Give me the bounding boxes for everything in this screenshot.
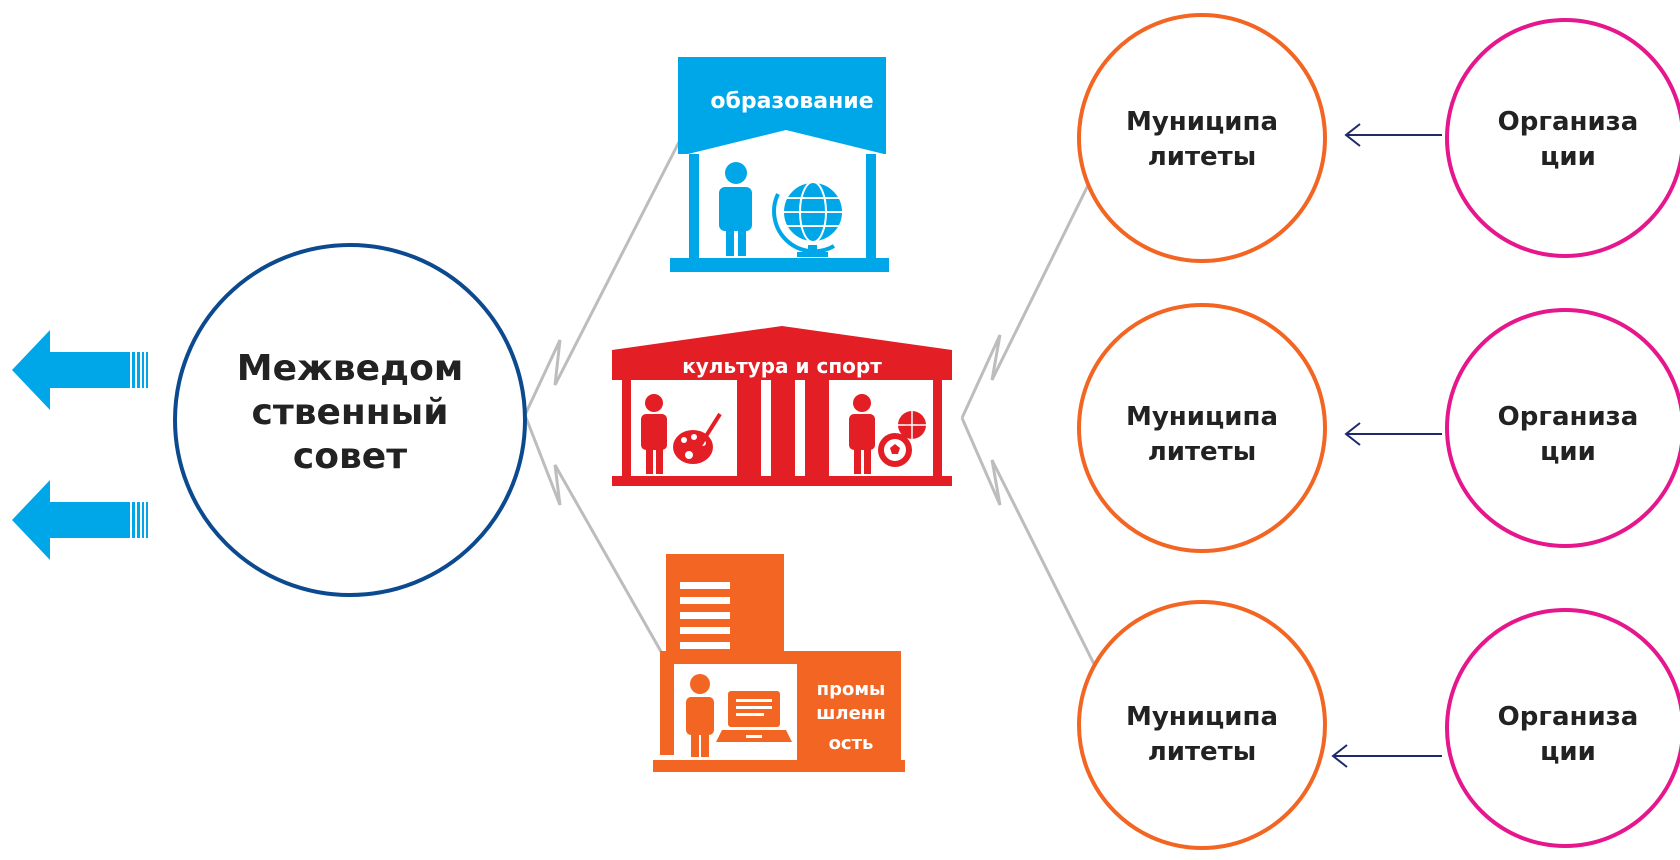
connector-culture-muni-1	[960, 164, 1100, 419]
education-sector-icon: образование	[670, 57, 889, 272]
left-arrow-bottom-icon	[12, 480, 148, 560]
municipality-label-1: Муниципа	[1126, 402, 1278, 432]
organization-label-2: ции	[1540, 737, 1596, 767]
connector-council-education	[523, 139, 682, 416]
council-node: Межведом ственный совет	[173, 243, 527, 597]
arrow-left-icon	[1344, 422, 1442, 446]
org-to-muni-arrows	[1331, 123, 1442, 768]
municipality-circle	[1077, 13, 1327, 263]
laptop-icon	[716, 691, 792, 742]
organization-label-1: Организа	[1498, 402, 1639, 432]
athlete-icon	[849, 394, 875, 474]
organization-label-1: Организа	[1498, 702, 1639, 732]
municipality-circle	[1077, 600, 1327, 850]
municipality-label-2: литеты	[1148, 737, 1257, 767]
organization-node-2: Организа ции	[1445, 308, 1680, 548]
artist-icon	[641, 394, 667, 474]
balls-icon	[878, 411, 926, 467]
worker-icon	[686, 674, 714, 757]
organization-label-1: Организа	[1498, 107, 1639, 137]
industry-label-3: ость	[829, 733, 874, 754]
municipality-node-2: Муниципа литеты	[1077, 303, 1327, 553]
industry-sector-icon: промы шленн ость	[653, 554, 905, 772]
council-label-3: совет	[293, 436, 407, 477]
council-circle	[173, 243, 527, 597]
left-arrow-top-icon	[12, 330, 148, 410]
culture-connectors	[960, 164, 1100, 673]
industry-label-2: шленн	[816, 703, 885, 724]
education-label: образование	[710, 89, 873, 114]
organization-node-1: Организа ции	[1445, 18, 1680, 258]
arrow-left-icon	[1331, 744, 1442, 768]
municipality-label-1: Муниципа	[1126, 702, 1278, 732]
municipality-circle	[1077, 303, 1327, 553]
municipality-node-3: Муниципа литеты	[1077, 600, 1327, 850]
industry-label-1: промы	[817, 679, 886, 700]
arrow-left-icon	[1344, 123, 1442, 147]
organization-node-3: Организа ции	[1445, 608, 1680, 848]
municipality-label-2: литеты	[1148, 437, 1257, 467]
organization-circle	[1445, 608, 1680, 848]
municipality-node-1: Муниципа литеты	[1077, 13, 1327, 263]
municipality-label-1: Муниципа	[1126, 107, 1278, 137]
palette-icon	[673, 412, 722, 464]
connector-culture-muni-3	[960, 417, 1100, 673]
municipality-label-2: литеты	[1148, 142, 1257, 172]
council-connectors	[523, 139, 682, 686]
council-label-2: ственный	[252, 392, 449, 433]
organization-circle	[1445, 308, 1680, 548]
organization-circle	[1445, 18, 1680, 258]
culture-label: культура и спорт	[682, 354, 882, 378]
organization-label-2: ции	[1540, 142, 1596, 172]
culture-sector-icon: культура и спорт	[612, 326, 952, 486]
connector-council-industry	[523, 414, 682, 686]
council-label-1: Межведом	[237, 348, 464, 389]
organization-label-2: ции	[1540, 437, 1596, 467]
teacher-icon	[719, 162, 752, 256]
globe-icon	[772, 181, 844, 257]
